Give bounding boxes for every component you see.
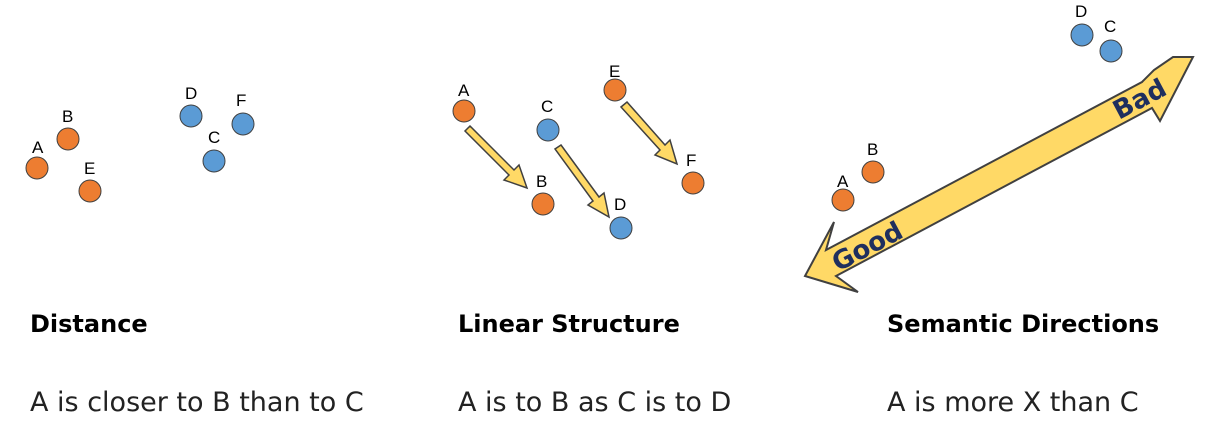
point-label-C: C [208, 128, 220, 147]
point-C [536, 118, 560, 142]
panel-title-semantic-directions: Semantic Directions [887, 310, 1160, 338]
point-A [25, 156, 49, 180]
panel-linear-structure: A B C D E F [452, 62, 705, 240]
panel-semantic-directions: Good Bad A B D C [803, 2, 1195, 293]
point-label-C: C [541, 97, 553, 116]
point-B [861, 160, 885, 184]
point-F [231, 112, 255, 136]
point-F [681, 171, 705, 195]
point-label-D: D [185, 84, 197, 103]
panel-distance: A B E D F C [25, 84, 255, 203]
arrow-A-to-B [463, 124, 529, 190]
point-D [1070, 23, 1094, 47]
point-label-D: D [614, 195, 626, 214]
panel-caption-distance: A is closer to B than to C [30, 387, 364, 418]
panel-caption-semantic-directions: A is more X than C [887, 387, 1139, 418]
panel-title-linear-structure: Linear Structure [458, 310, 680, 338]
point-label-B: B [867, 140, 878, 159]
point-label-E: E [84, 159, 95, 178]
point-B [531, 192, 555, 216]
point-label-D: D [1075, 2, 1087, 21]
point-E [603, 78, 627, 102]
point-label-F: F [686, 151, 696, 170]
point-A [831, 188, 855, 212]
arrow-label-good: Good [827, 216, 908, 278]
point-label-A: A [32, 138, 44, 157]
point-label-C: C [1104, 17, 1116, 36]
point-B [56, 127, 80, 151]
point-C [1099, 39, 1123, 63]
point-C [202, 149, 226, 173]
point-label-F: F [236, 91, 246, 110]
arrow-E-to-F [619, 100, 679, 166]
point-D [609, 216, 633, 240]
point-label-B: B [536, 172, 547, 191]
double-arrow [803, 56, 1195, 293]
arrow-C-to-D [553, 143, 611, 219]
panel-caption-linear-structure: A is to B as C is to D [458, 387, 732, 418]
point-D [179, 104, 203, 128]
panel-title-distance: Distance [30, 310, 148, 338]
point-label-A: A [458, 81, 470, 100]
point-E [78, 179, 102, 203]
point-label-A: A [837, 172, 849, 191]
point-A [452, 99, 476, 123]
point-label-E: E [609, 62, 620, 81]
point-label-B: B [62, 107, 73, 126]
